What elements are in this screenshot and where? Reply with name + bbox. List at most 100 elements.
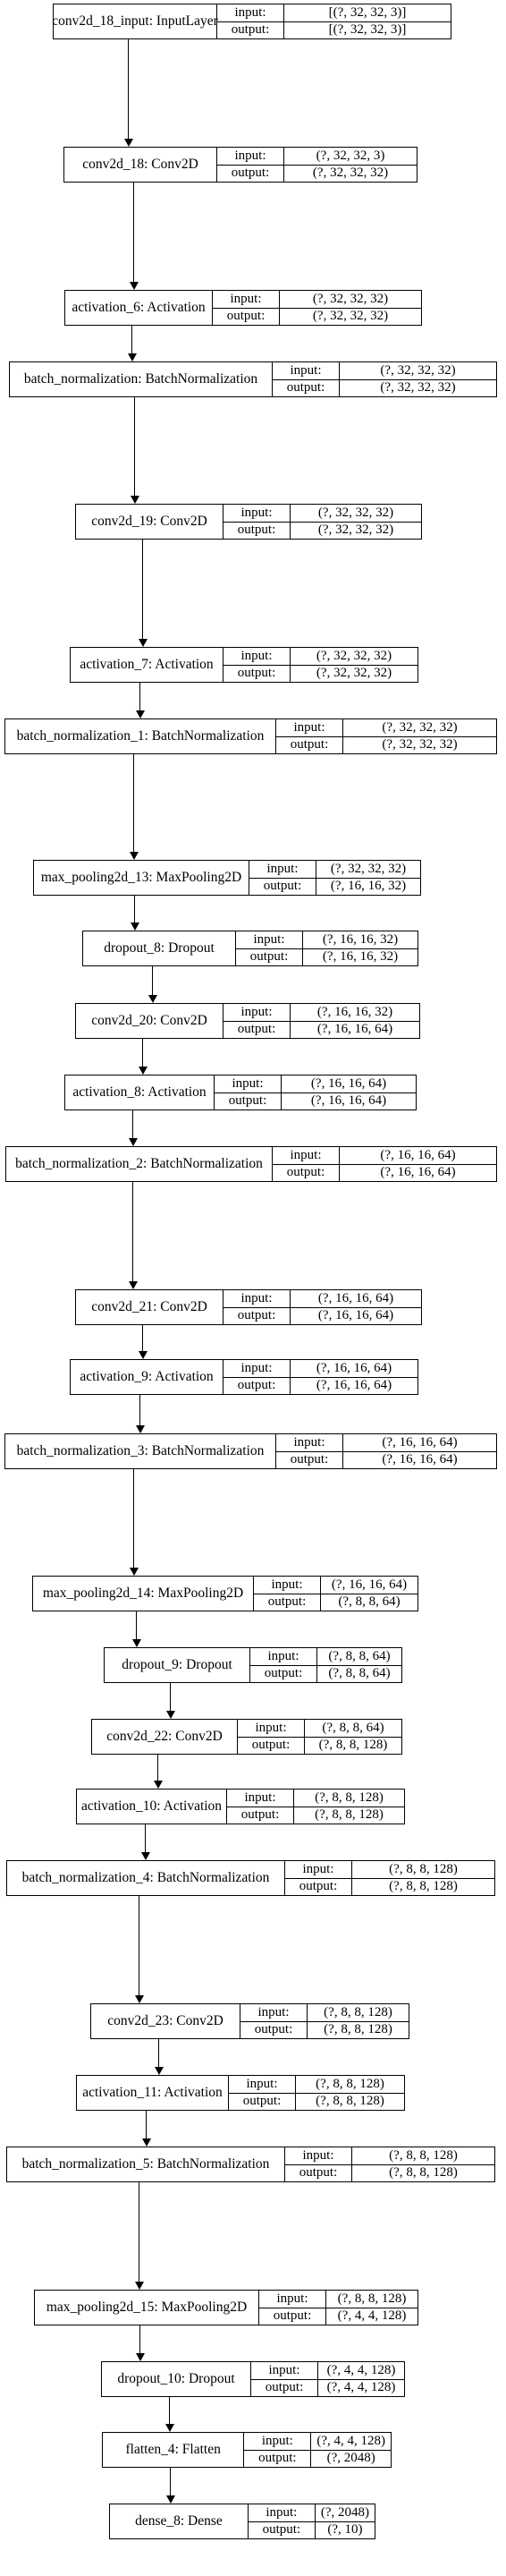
input-row: input:[(?, 32, 32, 3)] bbox=[217, 4, 451, 21]
edge-line bbox=[142, 1039, 144, 1067]
edge-line bbox=[170, 2468, 172, 2496]
output-row: output: (?, 8, 8, 64) bbox=[254, 1593, 417, 1611]
layer-node: batch_normalization_3: BatchNormalizatio… bbox=[4, 1433, 497, 1469]
layer-name: conv2d_18_input: InputLayer bbox=[52, 4, 218, 38]
input-row: input:(?, 32, 32, 32) bbox=[223, 648, 417, 665]
layer-name: batch_normalization_1: BatchNormalizatio… bbox=[5, 719, 276, 753]
arrowhead-icon bbox=[140, 1852, 150, 1860]
output-shape: (?, 4, 4, 128) bbox=[337, 2308, 407, 2324]
input-shape: (?, 2048) bbox=[320, 2504, 369, 2520]
input-row: input:(?, 32, 32, 32) bbox=[213, 291, 421, 308]
input-shape: [(?, 32, 32, 3)] bbox=[328, 4, 407, 20]
output-label: output: bbox=[217, 165, 284, 182]
edge-line bbox=[139, 683, 141, 711]
arrowhead-icon bbox=[138, 1067, 148, 1075]
layer-name: conv2d_18: Conv2D bbox=[64, 148, 217, 182]
output-label: output: bbox=[285, 2164, 352, 2181]
input-label: input: bbox=[238, 1720, 305, 1737]
layer-name: conv2d_21: Conv2D bbox=[76, 1290, 223, 1324]
output-row: output:(?, 16, 16, 32) bbox=[236, 948, 417, 965]
arrowhead-icon bbox=[135, 1425, 145, 1433]
output-shape: (?, 16, 16, 64) bbox=[310, 1093, 387, 1109]
arrowhead-icon bbox=[165, 1711, 175, 1719]
input-label: input: bbox=[223, 1360, 291, 1377]
layer-name: max_pooling2d_13: MaxPooling2D bbox=[34, 861, 249, 895]
input-label: input: bbox=[223, 1290, 291, 1307]
output-row: output: (?, 16, 16, 64) bbox=[223, 1376, 417, 1394]
output-row: output:(?, 16, 16, 32) bbox=[249, 877, 420, 895]
arrowhead-icon bbox=[129, 1568, 139, 1576]
input-label: input: bbox=[285, 1861, 352, 1878]
input-row: input:(?, 4, 4, 128) bbox=[244, 2433, 391, 2450]
input-shape: (?, 16, 16, 64) bbox=[317, 1290, 394, 1305]
input-row: input:(?, 8, 8, 128) bbox=[227, 1790, 404, 1807]
output-row: output:(?, 8, 8, 128) bbox=[238, 1736, 401, 1754]
edge-arrow bbox=[135, 1395, 145, 1433]
input-shape: (?, 4, 4, 128) bbox=[326, 2362, 396, 2377]
output-row: output:(?, 32, 32, 32) bbox=[276, 735, 496, 753]
output-row: output:(?, 32, 32, 32) bbox=[223, 664, 417, 682]
output-shape: (?, 32, 32, 32) bbox=[317, 523, 394, 538]
input-shape: (?, 8, 8, 128) bbox=[337, 2291, 407, 2306]
output-row: output:(?, 32, 32, 32) bbox=[273, 378, 496, 396]
edge-line bbox=[139, 1395, 141, 1426]
edge-line bbox=[133, 183, 135, 283]
input-label: input: bbox=[276, 719, 343, 736]
layer-node: batch_normalization_4: BatchNormalizatio… bbox=[6, 1860, 495, 1896]
layer-name: activation_9: Activation bbox=[71, 1360, 223, 1394]
output-label: output: bbox=[249, 2521, 316, 2538]
input-label: input: bbox=[250, 1648, 317, 1665]
input-shape: (?, 8, 8, 64) bbox=[328, 1648, 391, 1663]
output-shape: (?, 32, 32, 32) bbox=[316, 666, 392, 681]
edge-arrow bbox=[140, 1824, 150, 1860]
output-shape: (?, 8, 8, 64) bbox=[338, 1594, 401, 1610]
output-shape: (?, 8, 8, 128) bbox=[389, 2165, 458, 2181]
input-shape: (?, 32, 32, 32) bbox=[316, 648, 392, 663]
edge-arrow bbox=[138, 1039, 148, 1075]
output-label: output: bbox=[254, 1594, 321, 1611]
layer-name: flatten_4: Flatten bbox=[103, 2433, 245, 2467]
arrowhead-icon bbox=[154, 2067, 164, 2075]
input-shape: (?, 8, 8, 128) bbox=[324, 2004, 392, 2019]
input-label: input: bbox=[217, 148, 284, 165]
input-row: input:(?, 32, 32, 32) bbox=[276, 719, 496, 736]
output-label: output: bbox=[276, 736, 343, 753]
output-label: output: bbox=[217, 21, 284, 38]
input-row: input:(?, 16, 16, 64) bbox=[254, 1577, 417, 1594]
input-label: input: bbox=[251, 2362, 318, 2379]
arrowhead-icon bbox=[135, 2353, 145, 2361]
edge-arrow bbox=[165, 2468, 175, 2504]
edge-arrow bbox=[165, 1683, 175, 1719]
input-shape: (?, 8, 8, 128) bbox=[316, 2076, 384, 2091]
input-row: input:(?, 8, 8, 128) bbox=[285, 1861, 494, 1878]
output-label: output: bbox=[273, 1164, 340, 1181]
input-row: input:(?, 32, 32, 32) bbox=[249, 861, 420, 878]
input-shape: (?, 32, 32, 32) bbox=[312, 291, 389, 306]
output-label: output: bbox=[223, 1377, 291, 1394]
output-shape: (?, 8, 8, 128) bbox=[318, 1738, 388, 1753]
input-shape: (?, 32, 32, 32) bbox=[317, 505, 394, 520]
output-row: output:(?, 4, 4, 128) bbox=[251, 2378, 404, 2396]
input-row: input:(?, 32, 32, 32) bbox=[273, 362, 496, 379]
output-shape: (?, 8, 8, 64) bbox=[328, 1666, 391, 1681]
edge-line bbox=[134, 896, 136, 923]
layer-name: max_pooling2d_15: MaxPooling2D bbox=[35, 2291, 259, 2325]
edge-arrow bbox=[131, 1611, 141, 1647]
arrowhead-icon bbox=[148, 995, 157, 1003]
output-shape: (?, 8, 8, 128) bbox=[315, 1807, 384, 1823]
output-shape: (?, 16, 16, 64) bbox=[382, 1452, 458, 1467]
output-shape: (?, 2048) bbox=[326, 2451, 375, 2466]
output-row: output:(?, 4, 4, 128) bbox=[259, 2307, 417, 2325]
layer-name: dropout_9: Dropout bbox=[105, 1648, 250, 1682]
edge-arrow bbox=[130, 896, 139, 931]
input-shape: (?, 16, 16, 64) bbox=[382, 1434, 458, 1450]
edge-arrow bbox=[153, 1755, 163, 1789]
arrowhead-icon bbox=[130, 496, 139, 504]
output-shape: (?, 16, 16, 64) bbox=[316, 1378, 392, 1393]
layer-name: batch_normalization_3: BatchNormalizatio… bbox=[5, 1434, 276, 1468]
output-row: output:(?, 32, 32, 32) bbox=[217, 164, 417, 182]
